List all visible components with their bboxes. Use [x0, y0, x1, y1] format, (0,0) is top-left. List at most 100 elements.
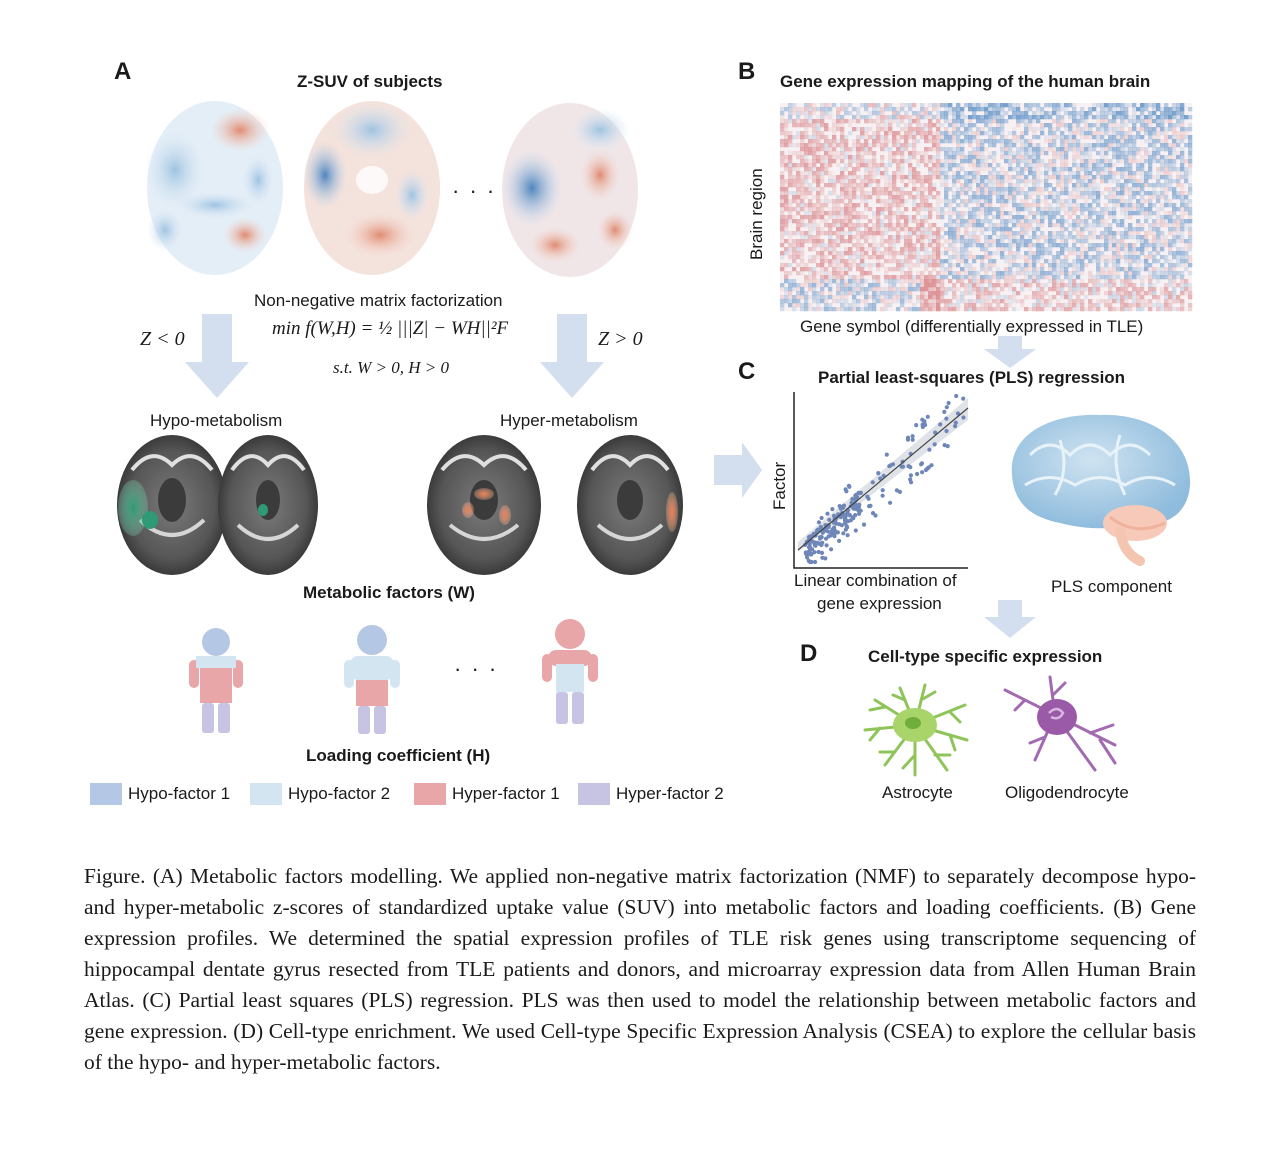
legend-swatch [250, 783, 282, 805]
legend-label: Hypo-factor 2 [288, 784, 391, 803]
scatter-point [858, 508, 863, 513]
scatter-point [827, 517, 832, 522]
oligodendrocyte-label: Oligodendrocyte [1005, 783, 1129, 802]
zsuv-brain-1 [145, 101, 283, 275]
scatter-point [812, 550, 817, 555]
mri-brain-hyper-1 [427, 435, 541, 575]
legend-swatch [414, 783, 446, 805]
scatter-point [845, 533, 850, 538]
scatter-point [919, 462, 924, 467]
scatter-point [961, 415, 966, 420]
mri-brain-hypo-1 [117, 435, 227, 575]
scatter-point [855, 495, 860, 500]
z-greater-than-zero: Z > 0 [598, 328, 643, 350]
scatter-point [848, 518, 853, 523]
scatter-point [843, 527, 848, 532]
scatter-point [818, 524, 823, 529]
scatter-point [908, 465, 913, 470]
brain-region-axis-label: Brain region [747, 168, 766, 260]
scatter-point [850, 515, 855, 520]
scatter-point [807, 541, 812, 547]
scatter-point [897, 489, 902, 494]
scatter-point [857, 511, 862, 516]
scatter-point [927, 447, 932, 452]
astrocyte-icon [863, 683, 969, 777]
scatter-point [942, 409, 947, 414]
metabolic-factors-title: Metabolic factors (W) [303, 583, 475, 602]
astrocyte-label: Astrocyte [882, 783, 953, 802]
scatter-point [925, 414, 930, 419]
scatter-point [820, 555, 825, 560]
scatter-point [915, 471, 920, 477]
scatter-point [832, 525, 837, 530]
scatter-point [953, 424, 958, 429]
person-figure-2 [344, 625, 400, 734]
down-arrow-right [540, 314, 604, 398]
loading-coefficient-title: Loading coefficient (H) [306, 746, 491, 765]
scatter-point [944, 405, 949, 410]
scatter-point [888, 500, 893, 505]
scatter-point [920, 424, 925, 430]
panel-b-letter: B [738, 58, 756, 85]
scatter-point [830, 529, 835, 534]
scatter-point [837, 522, 842, 527]
scatter-point [847, 484, 852, 489]
legend-label: Hyper-factor 1 [452, 784, 560, 803]
legend-hypo-factor-1: Hypo-factor 1 [90, 782, 230, 806]
legend-hypo-factor-2: Hypo-factor 2 [250, 782, 390, 806]
scatter-point [806, 549, 811, 555]
scatter-point [865, 494, 870, 499]
scatter-point [828, 533, 833, 538]
scatter-point [890, 462, 896, 467]
scatter-point [805, 555, 810, 560]
scatter-point [845, 512, 850, 517]
scatter-point [816, 520, 821, 525]
zsuv-brain-3 [502, 103, 638, 277]
panel-b-title: Gene expression mapping of the human bra… [780, 72, 1151, 91]
scatter-point [829, 547, 834, 552]
down-arrow-b-to-c [984, 336, 1036, 368]
mri-brain-hypo-2 [218, 435, 318, 575]
scatter-point [905, 435, 911, 440]
scatter-point [850, 496, 855, 502]
scatter-point [884, 452, 889, 457]
scatter-point [832, 534, 837, 539]
legend-swatch [90, 783, 122, 805]
scatter-point [954, 393, 959, 399]
pls-component-label: PLS component [1051, 577, 1172, 596]
scatter-point [926, 465, 931, 470]
panel-d-title: Cell-type specific expression [868, 647, 1103, 666]
nmf-label: Non-negative matrix factorization [254, 291, 503, 310]
scatter-point [808, 559, 813, 565]
scatter-xlabel-line1: Linear combination of [794, 571, 957, 590]
nmf-constraint: s.t. W > 0, H > 0 [333, 358, 449, 377]
scatter-point [861, 522, 867, 527]
scatter-point [900, 464, 905, 469]
scatter-point [837, 504, 842, 509]
legend-hyper-factor-2: Hyper-factor 2 [578, 782, 724, 806]
zsuv-brain-2 [303, 101, 440, 275]
hyper-metabolism-label: Hyper-metabolism [500, 411, 638, 430]
scatter-point [942, 443, 947, 448]
legend-hyper-factor-1: Hyper-factor 1 [414, 782, 560, 806]
legend-label: Hypo-factor 1 [128, 784, 231, 803]
scatter-point [887, 464, 892, 469]
figure-caption: Figure. (A) Metabolic factors modelling.… [84, 864, 1196, 1074]
loading-ellipsis: · · · [454, 656, 499, 681]
scatter-point [844, 523, 849, 529]
scatter-point [923, 467, 929, 473]
scatter-point [908, 473, 913, 478]
scatter-point [815, 540, 820, 545]
scatter-point [961, 396, 966, 401]
scatter-point [876, 471, 881, 476]
scatter-point [932, 442, 937, 447]
scatter-point [809, 552, 814, 557]
scatter-point [938, 422, 943, 427]
legend-swatch [578, 783, 610, 805]
panel-c-letter: C [738, 358, 756, 385]
panel-a-title: Z-SUV of subjects [297, 72, 443, 91]
person-figure-1 [189, 628, 243, 733]
scatter-point [908, 477, 913, 482]
scatter-point [944, 428, 949, 434]
